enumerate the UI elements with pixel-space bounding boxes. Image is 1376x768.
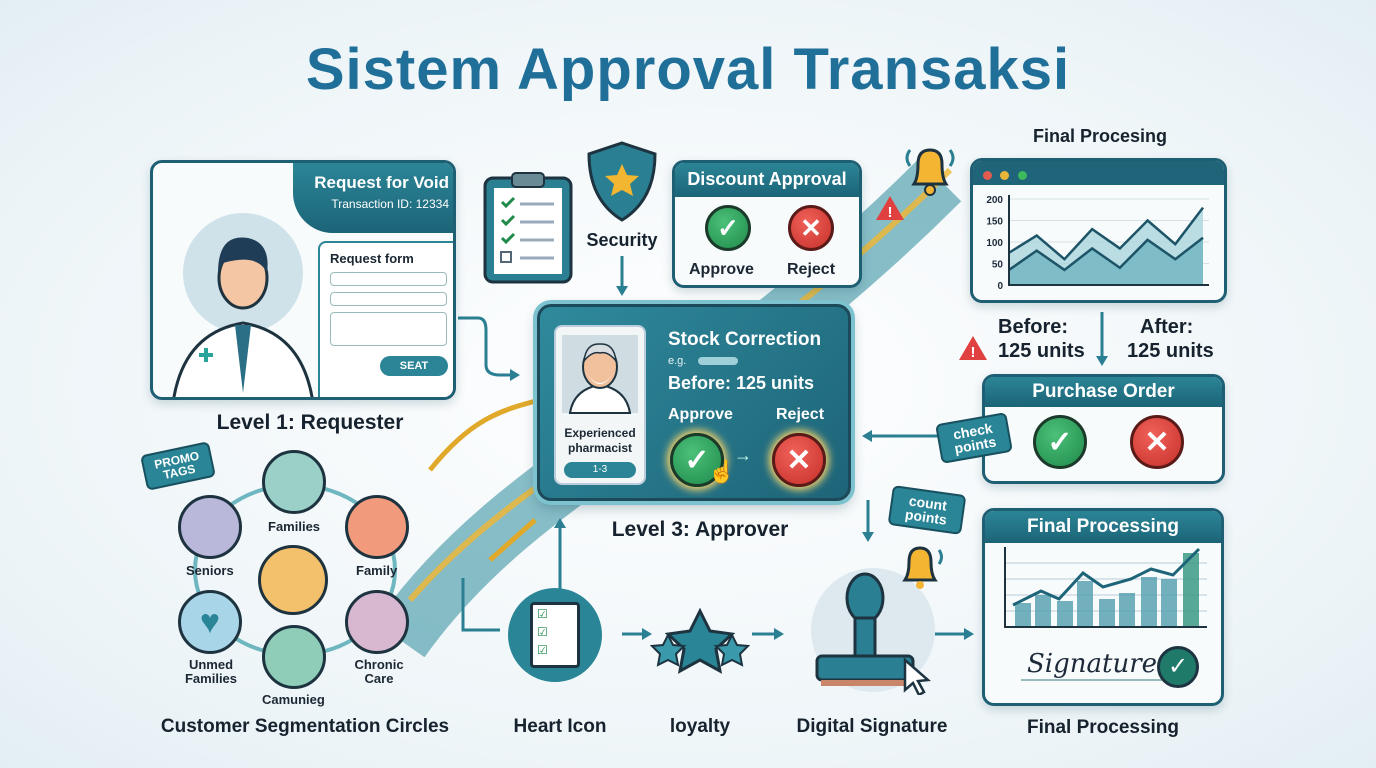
discount-approve-button[interactable]: ✓ <box>705 205 751 251</box>
persona-name: Experienced pharmacist <box>564 426 636 455</box>
arrow-right-icon: → <box>734 445 752 465</box>
final-processing-card: Final Processing Signature ✓ <box>982 508 1224 706</box>
y-tick-label: 0 <box>997 281 1003 292</box>
discount-reject-label: Reject <box>787 261 836 278</box>
window-min-dot[interactable] <box>1000 171 1010 180</box>
requester-avatar-icon <box>172 213 314 397</box>
svg-text:!: ! <box>888 204 893 221</box>
request-header: Request for Void Transaction ID: 12334 <box>293 163 453 233</box>
level-badge: 1-3 <box>564 462 636 478</box>
transaction-id: Transaction ID: 12334 <box>331 197 449 211</box>
segment-heart-icon[interactable]: ♥ <box>178 590 242 654</box>
loyalty-label: loyalty <box>669 716 731 737</box>
bar-trend-chart <box>1004 547 1207 628</box>
digital-signature-label: Digital Signature <box>796 716 948 737</box>
segmentation-label: Customer Segmentation Circles <box>160 716 450 737</box>
submit-button[interactable]: SEAT <box>380 356 448 376</box>
segment-camunieg-icon[interactable] <box>262 625 326 689</box>
y-tick-label: 200 <box>986 195 1003 206</box>
level-1-label: Level 1: Requester <box>216 411 404 434</box>
before-value: 125 units <box>998 340 1085 362</box>
segment-label: Chronic Care <box>354 657 404 686</box>
segment-label: Families <box>268 519 321 534</box>
series-line <box>1008 236 1204 272</box>
security-shield-icon <box>587 141 657 222</box>
after-value: 125 units <box>1127 340 1214 362</box>
segment-family-icon[interactable] <box>345 495 409 559</box>
checklist-clipboard-icon <box>483 172 573 284</box>
notification-bell-icon <box>905 148 955 196</box>
before-label: Before: <box>998 316 1069 338</box>
segment-chronic-icon[interactable] <box>345 590 409 654</box>
level-3-label: Level 3: Approver <box>611 518 789 541</box>
signature-text: Signature <box>1021 649 1164 681</box>
purchase-order-title: Purchase Order <box>985 377 1222 407</box>
eg-label: e.g. <box>668 355 687 367</box>
pointer-hand-icon: ☝ <box>708 459 736 484</box>
eg-value-bar <box>698 357 738 365</box>
segment-label: Camunieg <box>262 692 325 707</box>
segment-seniors-icon[interactable] <box>178 495 242 559</box>
discount-reject-button[interactable]: ✕ <box>788 205 834 251</box>
discount-approval-title: Discount Approval <box>675 163 859 197</box>
before-units: Before: 125 units <box>668 373 815 393</box>
chart-axes <box>1008 195 1209 286</box>
approver-card: Experienced pharmacist 1-3 Stock Correct… <box>537 304 851 501</box>
page-title: Sistem Approval Transaksi <box>305 37 1071 102</box>
signature-verified-icon: ✓ <box>1157 646 1199 688</box>
final-processing-label: Final Processing <box>1026 717 1180 738</box>
warning-icon: ! <box>959 336 987 361</box>
final-procesing-label: Final Procesing <box>1032 126 1168 146</box>
request-title: Request for Void <box>314 173 449 192</box>
request-form: Request form SEAT <box>318 241 453 397</box>
pharmacist-avatar-icon <box>562 335 638 414</box>
segment-label: Seniors <box>186 563 234 578</box>
series-area <box>1009 237 1203 285</box>
form-field-1[interactable] <box>330 272 447 286</box>
final-processing-title: Final Processing <box>985 511 1221 543</box>
area-chart: 0 50 100 150 200 <box>986 195 1209 292</box>
y-tick-label: 100 <box>986 238 1003 249</box>
series-line <box>1008 206 1204 261</box>
approver-reject-label: Reject <box>776 406 825 423</box>
segment-families-icon[interactable] <box>262 450 326 514</box>
window-titlebar <box>973 161 1224 185</box>
approver-approve-label: Approve <box>668 406 733 423</box>
approver-reject-button[interactable]: ✕ <box>772 433 826 487</box>
requester-card: Request for Void Transaction ID: 12334 R… <box>150 160 456 400</box>
y-tick-label: 50 <box>992 260 1004 271</box>
heart-icon-label: Heart Icon <box>513 716 607 737</box>
approver-persona: Experienced pharmacist 1-3 <box>554 325 646 485</box>
discount-approval-card: Discount Approval ✓ ✕ Approve Reject <box>672 160 862 288</box>
po-reject-button[interactable]: ✕ <box>1130 415 1184 469</box>
segment-label: Unmed Families <box>184 657 238 686</box>
svg-text:!: ! <box>971 344 976 361</box>
window-max-dot[interactable] <box>1017 171 1027 180</box>
stock-correction-title: Stock Correction <box>668 329 822 350</box>
y-tick-label: 150 <box>986 217 1003 228</box>
form-field-3[interactable] <box>330 312 447 346</box>
chart-window: 0 50 100 150 200 <box>970 158 1227 303</box>
po-approve-button[interactable]: ✓ <box>1033 415 1087 469</box>
loyalty-stars-icon <box>650 607 750 674</box>
after-label: After: <box>1140 316 1194 338</box>
purchase-order-card: Purchase Order ✓ ✕ <box>982 374 1225 484</box>
heart-clipboard-icon: ☑☑☑ <box>508 588 602 682</box>
form-field-2[interactable] <box>330 292 447 306</box>
approver-approve-button[interactable]: ✓ <box>670 433 724 487</box>
segment-center-icon <box>258 545 328 615</box>
notification-bell-icon <box>902 546 943 589</box>
discount-approve-label: Approve <box>689 261 754 278</box>
window-close-dot[interactable] <box>983 171 992 180</box>
warning-icon: ! <box>876 196 904 221</box>
segment-label: Family <box>356 563 398 578</box>
security-label: Security <box>586 230 658 250</box>
request-form-title: Request form <box>330 251 414 266</box>
digital-stamp-icon <box>811 568 935 695</box>
